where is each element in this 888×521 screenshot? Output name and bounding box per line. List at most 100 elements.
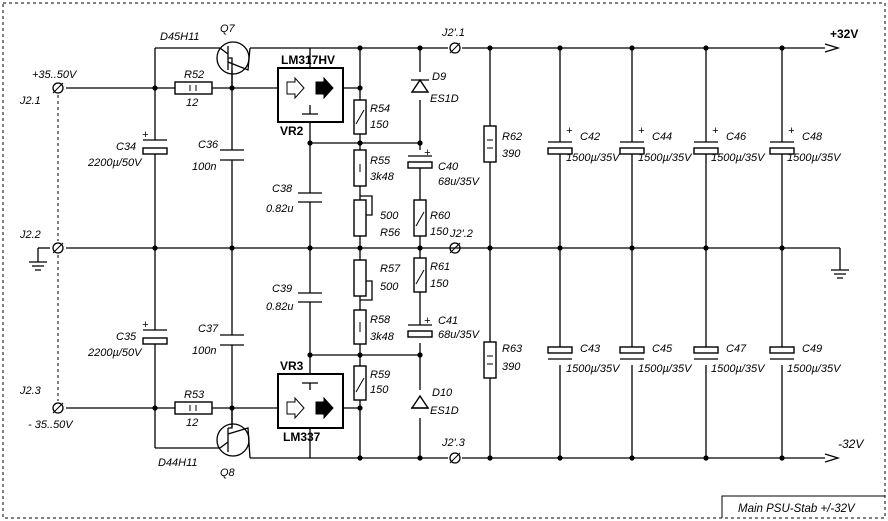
capacitor-c39: C39 0.82u: [266, 283, 322, 313]
svg-text:12: 12: [186, 97, 198, 109]
capacitor-c34: + C34 2200µ/50V: [87, 129, 168, 169]
main-wiring: [29, 47, 849, 459]
svg-text:Q7: Q7: [220, 23, 236, 35]
svg-text:C46: C46: [726, 131, 747, 143]
resistor-r62: R62 390: [483, 125, 522, 163]
svg-text:150: 150: [370, 119, 389, 131]
capacitor-c44: + C44 1500µ/35V: [619, 125, 693, 164]
capacitor-c37: C37 100n: [192, 323, 244, 357]
svg-text:500: 500: [380, 281, 399, 293]
svg-text:LM337: LM337: [283, 430, 321, 444]
svg-text:-32V: -32V: [838, 437, 864, 451]
junction-dots: [152, 45, 785, 461]
resistor-r60: R60 150: [413, 199, 451, 238]
svg-text:R59: R59: [370, 369, 390, 381]
capacitor-c38: C38 0.82u: [266, 183, 322, 215]
svg-text:R54: R54: [370, 103, 390, 115]
regulator-vr3: VR3 LM337: [277, 359, 344, 444]
connector-j2-1: J2.1 +35..50V: [19, 69, 78, 107]
svg-text:2200µ/50V: 2200µ/50V: [87, 157, 143, 169]
capacitor-c47: C47 1500µ/35V: [693, 343, 766, 375]
svg-text:R58: R58: [370, 314, 391, 326]
svg-text:1500µ/35V: 1500µ/35V: [711, 152, 766, 164]
svg-text:C39: C39: [272, 283, 292, 295]
svg-text:C49: C49: [802, 343, 822, 355]
svg-text:390: 390: [502, 148, 521, 160]
svg-text:D10: D10: [432, 387, 453, 399]
svg-text:C37: C37: [198, 323, 219, 335]
svg-text:150: 150: [430, 226, 449, 238]
svg-text:1500µ/35V: 1500µ/35V: [787, 152, 842, 164]
svg-text:J2'.1: J2'.1: [441, 27, 465, 39]
svg-text:R61: R61: [430, 261, 450, 273]
output-pos: +32V: [824, 27, 858, 53]
resistor-r53: R53 12: [174, 389, 213, 429]
svg-text:R63: R63: [502, 343, 523, 355]
svg-text:R55: R55: [370, 155, 391, 167]
resistor-r57: R57 500: [353, 259, 401, 297]
resistor-r61: R61 150: [413, 257, 450, 293]
svg-text:C40: C40: [438, 161, 459, 173]
svg-text:D45H11: D45H11: [160, 31, 200, 43]
svg-text:LM317HV: LM317HV: [281, 53, 335, 67]
svg-text:+: +: [142, 129, 149, 141]
resistor-r55: R55 3k48: [353, 149, 395, 187]
svg-text:D9: D9: [432, 71, 446, 83]
connector-j2-3: J2.3 - 35..50V: [19, 385, 74, 431]
svg-text:C45: C45: [652, 343, 673, 355]
svg-text:R62: R62: [502, 131, 522, 143]
svg-text:C48: C48: [802, 131, 823, 143]
svg-text:R60: R60: [430, 210, 451, 222]
svg-text:100n: 100n: [192, 345, 216, 357]
diode-d9: D9 ES1D: [410, 71, 459, 105]
svg-text:R52: R52: [184, 69, 204, 81]
transistor-q8: D44H11 Q8: [158, 408, 251, 479]
svg-text:150: 150: [430, 278, 449, 290]
svg-text:1500µ/35V: 1500µ/35V: [566, 363, 621, 375]
svg-text:C41: C41: [438, 315, 458, 327]
resistor-r52: R52 12: [174, 69, 213, 109]
svg-text:3k48: 3k48: [370, 331, 395, 343]
connector-j2p-3: J2'.3: [441, 437, 466, 464]
svg-text:+32V: +32V: [830, 27, 858, 41]
svg-text:C34: C34: [116, 141, 136, 153]
svg-text:0.82u: 0.82u: [266, 203, 294, 215]
svg-text:0.82u: 0.82u: [266, 301, 294, 313]
svg-text:+: +: [788, 125, 795, 137]
regulator-vr2: LM317HV VR2: [277, 53, 344, 138]
svg-text:R57: R57: [380, 263, 401, 275]
svg-text:J2'.3: J2'.3: [441, 437, 466, 449]
capacitor-c48: + C48 1500µ/35V: [769, 125, 842, 164]
connector-j2p-2: J2'.2: [449, 228, 473, 254]
svg-text:C47: C47: [726, 343, 747, 355]
svg-text:C44: C44: [652, 131, 672, 143]
svg-text:J2.3: J2.3: [19, 385, 42, 397]
svg-text:+: +: [712, 125, 719, 137]
svg-text:R53: R53: [184, 389, 205, 401]
svg-text:C35: C35: [116, 331, 137, 343]
svg-text:R56: R56: [380, 227, 401, 239]
svg-text:J2'.2: J2'.2: [449, 228, 473, 240]
capacitor-c40: + C40 68u/35V: [407, 147, 481, 188]
svg-text:C36: C36: [198, 139, 219, 151]
svg-text:+: +: [638, 125, 645, 137]
connector-j2p-1: J2'.1: [441, 27, 465, 54]
svg-text:1500µ/35V: 1500µ/35V: [711, 363, 766, 375]
diode-d10: D10 ES1D: [410, 387, 459, 417]
svg-text:Q8: Q8: [220, 467, 236, 479]
resistor-r54: R54 150: [353, 99, 390, 135]
resistor-r58: R58 3k48: [353, 309, 395, 345]
capacitor-c42: + C42 1500µ/35V: [547, 125, 621, 164]
svg-text:+: +: [566, 125, 573, 137]
resistor-r59: R59 150: [353, 365, 390, 401]
svg-text:500: 500: [380, 210, 399, 222]
svg-text:J2.2: J2.2: [19, 229, 41, 241]
svg-text:+: +: [424, 315, 431, 327]
svg-text:1500µ/35V: 1500µ/35V: [638, 152, 693, 164]
title-block-title: Main PSU-Stab +/-32V: [738, 503, 856, 515]
capacitor-c46: + C46 1500µ/35V: [693, 125, 766, 164]
svg-text:3k48: 3k48: [370, 171, 395, 183]
svg-text:VR2: VR2: [280, 124, 304, 138]
